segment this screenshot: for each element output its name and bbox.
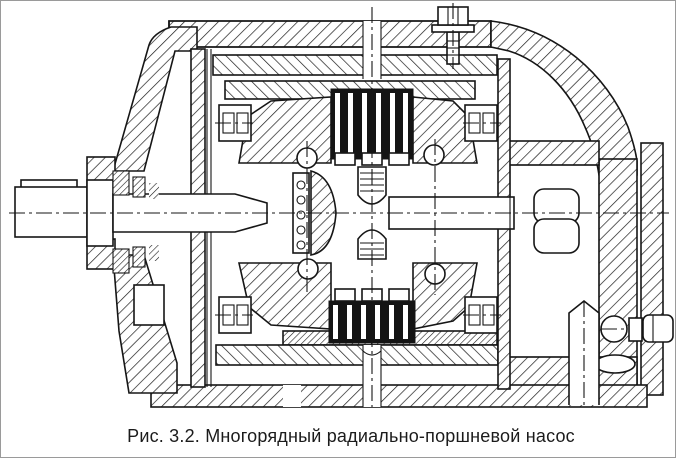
- figure-caption: Рис. 3.2. Многорядный радиально-поршнево…: [127, 426, 575, 446]
- center-channel: [362, 21, 382, 407]
- centerlines: [9, 3, 669, 407]
- ball-bearing: [296, 144, 446, 285]
- output-cavity: [509, 164, 636, 374]
- pump-cross-section-drawing: [9, 3, 674, 408]
